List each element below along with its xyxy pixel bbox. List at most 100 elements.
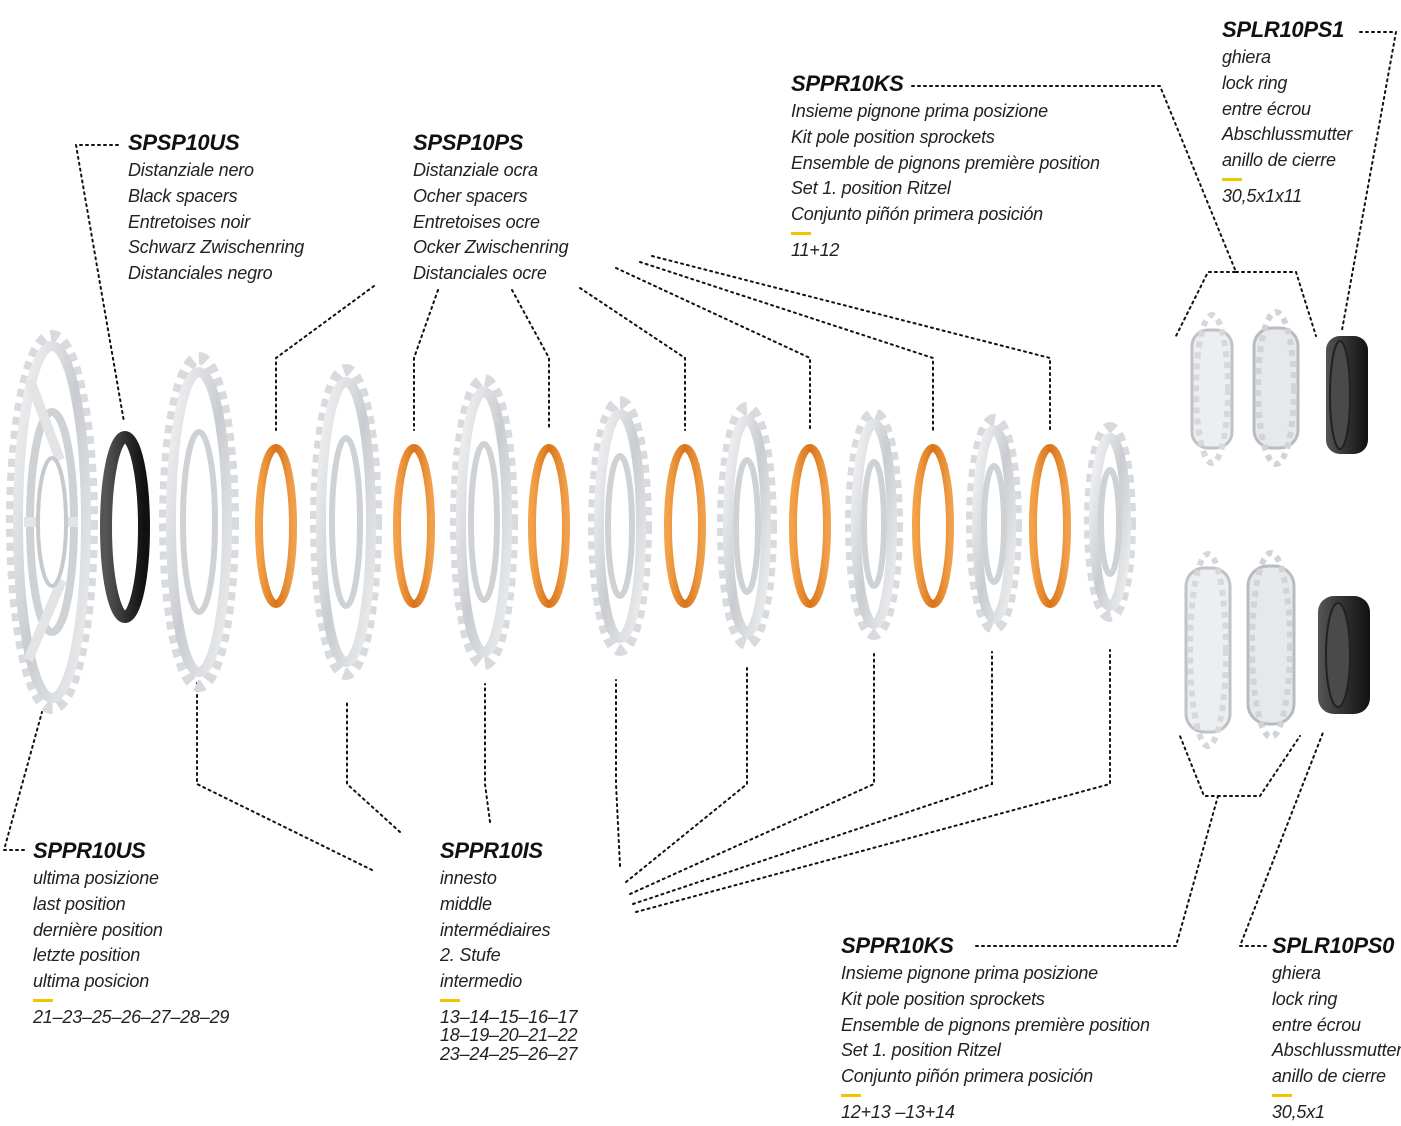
leader-spsp10ps-6	[639, 261, 934, 431]
part-code: SPPR10US	[33, 838, 146, 863]
part-code: SPSP10PS	[413, 130, 524, 155]
lockring-splr10ps0	[1318, 596, 1370, 714]
desc-de: Ocker Zwischenring	[413, 237, 569, 258]
sprocket-pole-11	[1190, 312, 1234, 466]
desc-de: Abschlussmutter	[1222, 124, 1353, 145]
spacer-ocher-7	[1029, 444, 1071, 608]
part-code: SPPR10KS	[791, 71, 904, 96]
desc-it: innesto	[440, 868, 497, 888]
desc-en: Ocher spacers	[413, 185, 528, 206]
leader-splr10ps1	[1341, 31, 1398, 331]
desc-fr: dernière position	[33, 919, 163, 940]
sprocket-middle-7	[966, 414, 1022, 634]
desc-de: 2. Stufe	[440, 945, 501, 966]
desc-en: last position	[33, 893, 126, 914]
desc-it: Distanziale nero	[128, 160, 254, 180]
tooth-counts-3: 23–24–25–26–27	[440, 1043, 578, 1064]
label-splr10ps1: SPLR10PS1 ghiera lock ring entre écrou A…	[1222, 17, 1352, 205]
leader-sppr10is-6	[629, 653, 875, 895]
tooth-counts: 11+12	[791, 239, 840, 260]
desc-it: ghiera	[1222, 47, 1271, 67]
spacer-ocher-4	[664, 444, 706, 608]
sprocket-middle-2	[310, 364, 382, 680]
sprocket-middle-8	[1084, 422, 1136, 622]
spacer-ocher-1	[255, 444, 297, 608]
label-sppr10ks-top: SPPR10KS Insieme pignone prima posizione…	[791, 71, 1100, 259]
tooth-counts: 12+13 –13+14	[841, 1101, 955, 1122]
accent-bar	[33, 998, 53, 1002]
label-sppr10is: SPPR10IS innesto middle intermédiaires 2…	[440, 838, 578, 1064]
leader-sppr10is-7	[632, 651, 993, 905]
sprocket-middle-1	[159, 352, 239, 692]
desc-fr: Ensemble de pignons première position	[791, 152, 1100, 173]
sprocket-last-position	[6, 330, 98, 714]
label-spsp10us: SPSP10US Distanziale nero Black spacers …	[128, 130, 304, 287]
leader-lines	[2, 31, 1398, 947]
desc-es: Distanciales negro	[128, 263, 273, 284]
desc-de: Set 1. position Ritzel	[791, 178, 951, 199]
lockring-splr10ps1	[1326, 336, 1368, 454]
desc-it: Distanziale ocra	[413, 160, 538, 180]
leader-spsp10us	[74, 144, 125, 423]
label-sppr10us: SPPR10US ultima posizione last position …	[33, 838, 229, 1026]
sprocket-middle-5	[717, 402, 777, 650]
spacer-ocher-3	[528, 444, 570, 608]
part-code: SPLR10PS1	[1222, 17, 1345, 42]
leader-sppr10is-4	[615, 679, 621, 867]
sprocket-pole-12b	[1184, 551, 1232, 749]
desc-fr: intermédiaires	[440, 919, 551, 940]
part-code: SPPR10KS	[841, 933, 954, 958]
dimensions: 30,5x1	[1272, 1101, 1325, 1122]
leader-spsp10ps-3	[511, 289, 550, 431]
leader-spsp10ps-1	[275, 285, 375, 431]
desc-en: lock ring	[1272, 988, 1338, 1009]
leader-sppr10is-8	[635, 649, 1111, 913]
sprocket-pole-12	[1252, 309, 1300, 467]
desc-en: Kit pole position sprockets	[841, 988, 1045, 1009]
leader-spsp10ps-4	[579, 287, 686, 431]
leader-sppr10is-1	[196, 679, 373, 871]
dimensions: 30,5x1x11	[1222, 185, 1302, 206]
tooth-counts: 21–23–25–26–27–28–29	[33, 1006, 230, 1027]
desc-es: Conjunto piñón primera posición	[791, 204, 1043, 225]
part-code: SPLR10PS0	[1272, 933, 1395, 958]
desc-es: intermedio	[440, 971, 523, 992]
desc-it: Insieme pignone prima posizione	[791, 101, 1048, 121]
desc-it: ghiera	[1272, 963, 1321, 983]
desc-fr: entre écrou	[1272, 1014, 1361, 1035]
desc-es: ultima posicion	[33, 971, 150, 992]
accent-bar	[841, 1093, 861, 1097]
label-sppr10ks-bottom: SPPR10KS Insieme pignone prima posizione…	[841, 933, 1150, 1121]
desc-es: Conjunto piñón primera posición	[841, 1066, 1093, 1087]
desc-es: anillo de cierre	[1272, 1066, 1386, 1087]
desc-fr: Entretoises noir	[128, 211, 250, 232]
desc-it: Insieme pignone prima posizione	[841, 963, 1098, 983]
leader-sppr10ks-top	[911, 85, 1317, 337]
label-spsp10ps: SPSP10PS Distanziale ocra Ocher spacers …	[413, 130, 569, 287]
desc-en: Kit pole position sprockets	[791, 126, 995, 147]
desc-en: lock ring	[1222, 72, 1288, 93]
spacer-ocher-6	[912, 444, 954, 608]
spacer-black	[100, 431, 150, 623]
leader-sppr10us	[2, 711, 43, 851]
desc-fr: Ensemble de pignons première position	[841, 1014, 1150, 1035]
leader-sppr10ks-bottom	[975, 735, 1301, 947]
accent-bar	[791, 231, 811, 235]
leader-sppr10is-2	[346, 699, 401, 833]
desc-en: middle	[440, 893, 492, 914]
sprocket-pole-13b	[1246, 550, 1296, 740]
leader-sppr10is-3	[484, 683, 491, 823]
leader-spsp10ps-5	[615, 267, 811, 431]
desc-it: ultima posizione	[33, 868, 159, 888]
desc-de: Set 1. position Ritzel	[841, 1040, 1001, 1061]
leader-spsp10ps-7	[651, 255, 1051, 431]
desc-es: anillo de cierre	[1222, 150, 1336, 171]
desc-de: Abschlussmutter	[1272, 1040, 1401, 1061]
desc-en: Black spacers	[128, 185, 238, 206]
part-code: SPPR10IS	[440, 838, 543, 863]
sprocket-middle-4	[588, 396, 652, 656]
sprocket-middle-3	[450, 374, 518, 670]
part-code: SPSP10US	[128, 130, 240, 155]
label-splr10ps0: SPLR10PS0 ghiera lock ring entre écrou A…	[1272, 933, 1401, 1121]
